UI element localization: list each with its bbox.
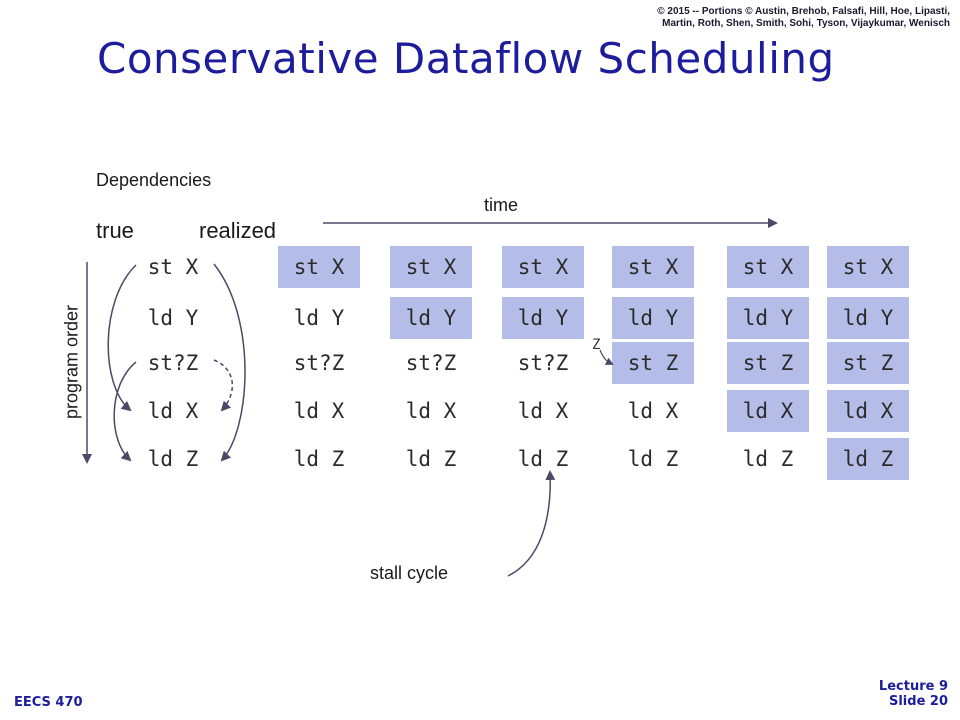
- issued-instruction-cell: st Z: [727, 342, 809, 384]
- issued-instruction-cell: st X: [727, 246, 809, 288]
- issued-instruction-cell: ld Y: [612, 297, 694, 339]
- pending-instruction-cell: ld X: [405, 399, 457, 423]
- program-instruction: ld Z: [147, 447, 199, 471]
- z-note-arrow: [599, 349, 614, 365]
- program-instruction: ld X: [147, 399, 199, 423]
- course-label: EECS 470: [14, 695, 83, 710]
- pending-instruction-cell: st?Z: [517, 351, 569, 375]
- pending-instruction-cell: ld Z: [627, 447, 679, 471]
- program-instruction: st?Z: [147, 351, 199, 375]
- issued-instruction-cell: st X: [502, 246, 584, 288]
- pending-instruction-cell: ld X: [293, 399, 345, 423]
- slide-label: Slide 20: [888, 694, 948, 709]
- pending-instruction-cell: ld Y: [293, 306, 345, 330]
- pending-instruction-cell: ld Z: [517, 447, 569, 471]
- realized-dep-stx-ldz-arrow: [213, 263, 246, 462]
- true-label: true: [96, 218, 134, 243]
- pending-instruction-cell: ld Z: [405, 447, 457, 471]
- issued-instruction-cell: ld X: [727, 390, 809, 432]
- copyright-notice: © 2015 -- Portions © Austin, Brehob, Fal…: [530, 6, 950, 30]
- pending-instruction-cell: ld Z: [742, 447, 794, 471]
- issued-instruction-cell: ld Y: [727, 297, 809, 339]
- stall-cycle-arrow: [507, 470, 556, 577]
- issued-instruction-cell: st Z: [612, 342, 694, 384]
- issued-instruction-cell: ld Z: [827, 438, 909, 480]
- issued-instruction-cell: ld Y: [390, 297, 472, 339]
- program-instruction: ld Y: [147, 306, 199, 330]
- z-note-label: Z: [592, 337, 601, 353]
- stall-cycle-label: stall cycle: [370, 563, 449, 583]
- true-dep-stx-ldx-arrow: [107, 264, 137, 412]
- pending-instruction-cell: st?Z: [405, 351, 457, 375]
- pending-instruction-cell: ld X: [627, 399, 679, 423]
- issued-instruction-cell: st X: [827, 246, 909, 288]
- copyright-line-1: © 2015 -- Portions © Austin, Brehob, Fal…: [657, 6, 950, 17]
- dependencies-label: Dependencies: [96, 170, 212, 190]
- time-label: time: [484, 195, 519, 215]
- issued-instruction-cell: ld X: [827, 390, 909, 432]
- issued-instruction-cell: st X: [612, 246, 694, 288]
- slide-title: Conservative Dataflow Scheduling: [97, 34, 835, 83]
- issued-instruction-cell: st X: [390, 246, 472, 288]
- copyright-line-2: Martin, Roth, Shen, Smith, Sohi, Tyson, …: [662, 18, 950, 29]
- lecture-number: Lecture 9 Slide 20: [879, 679, 948, 709]
- lecture-label: Lecture 9: [878, 679, 948, 694]
- issued-instruction-cell: st X: [278, 246, 360, 288]
- program-instruction: st X: [147, 255, 199, 279]
- issued-instruction-cell: ld Y: [502, 297, 584, 339]
- realized-label: realized: [199, 218, 277, 243]
- true-dep-stz-ldz-arrow: [113, 361, 137, 462]
- issued-instruction-cell: st Z: [827, 342, 909, 384]
- pending-instruction-cell: ld X: [517, 399, 569, 423]
- pending-instruction-cell: ld Z: [293, 447, 345, 471]
- issued-instruction-cell: ld Y: [827, 297, 909, 339]
- realized-dep-stz-ldx-dashed-arrow: [213, 359, 234, 412]
- pending-instruction-cell: st?Z: [293, 351, 345, 375]
